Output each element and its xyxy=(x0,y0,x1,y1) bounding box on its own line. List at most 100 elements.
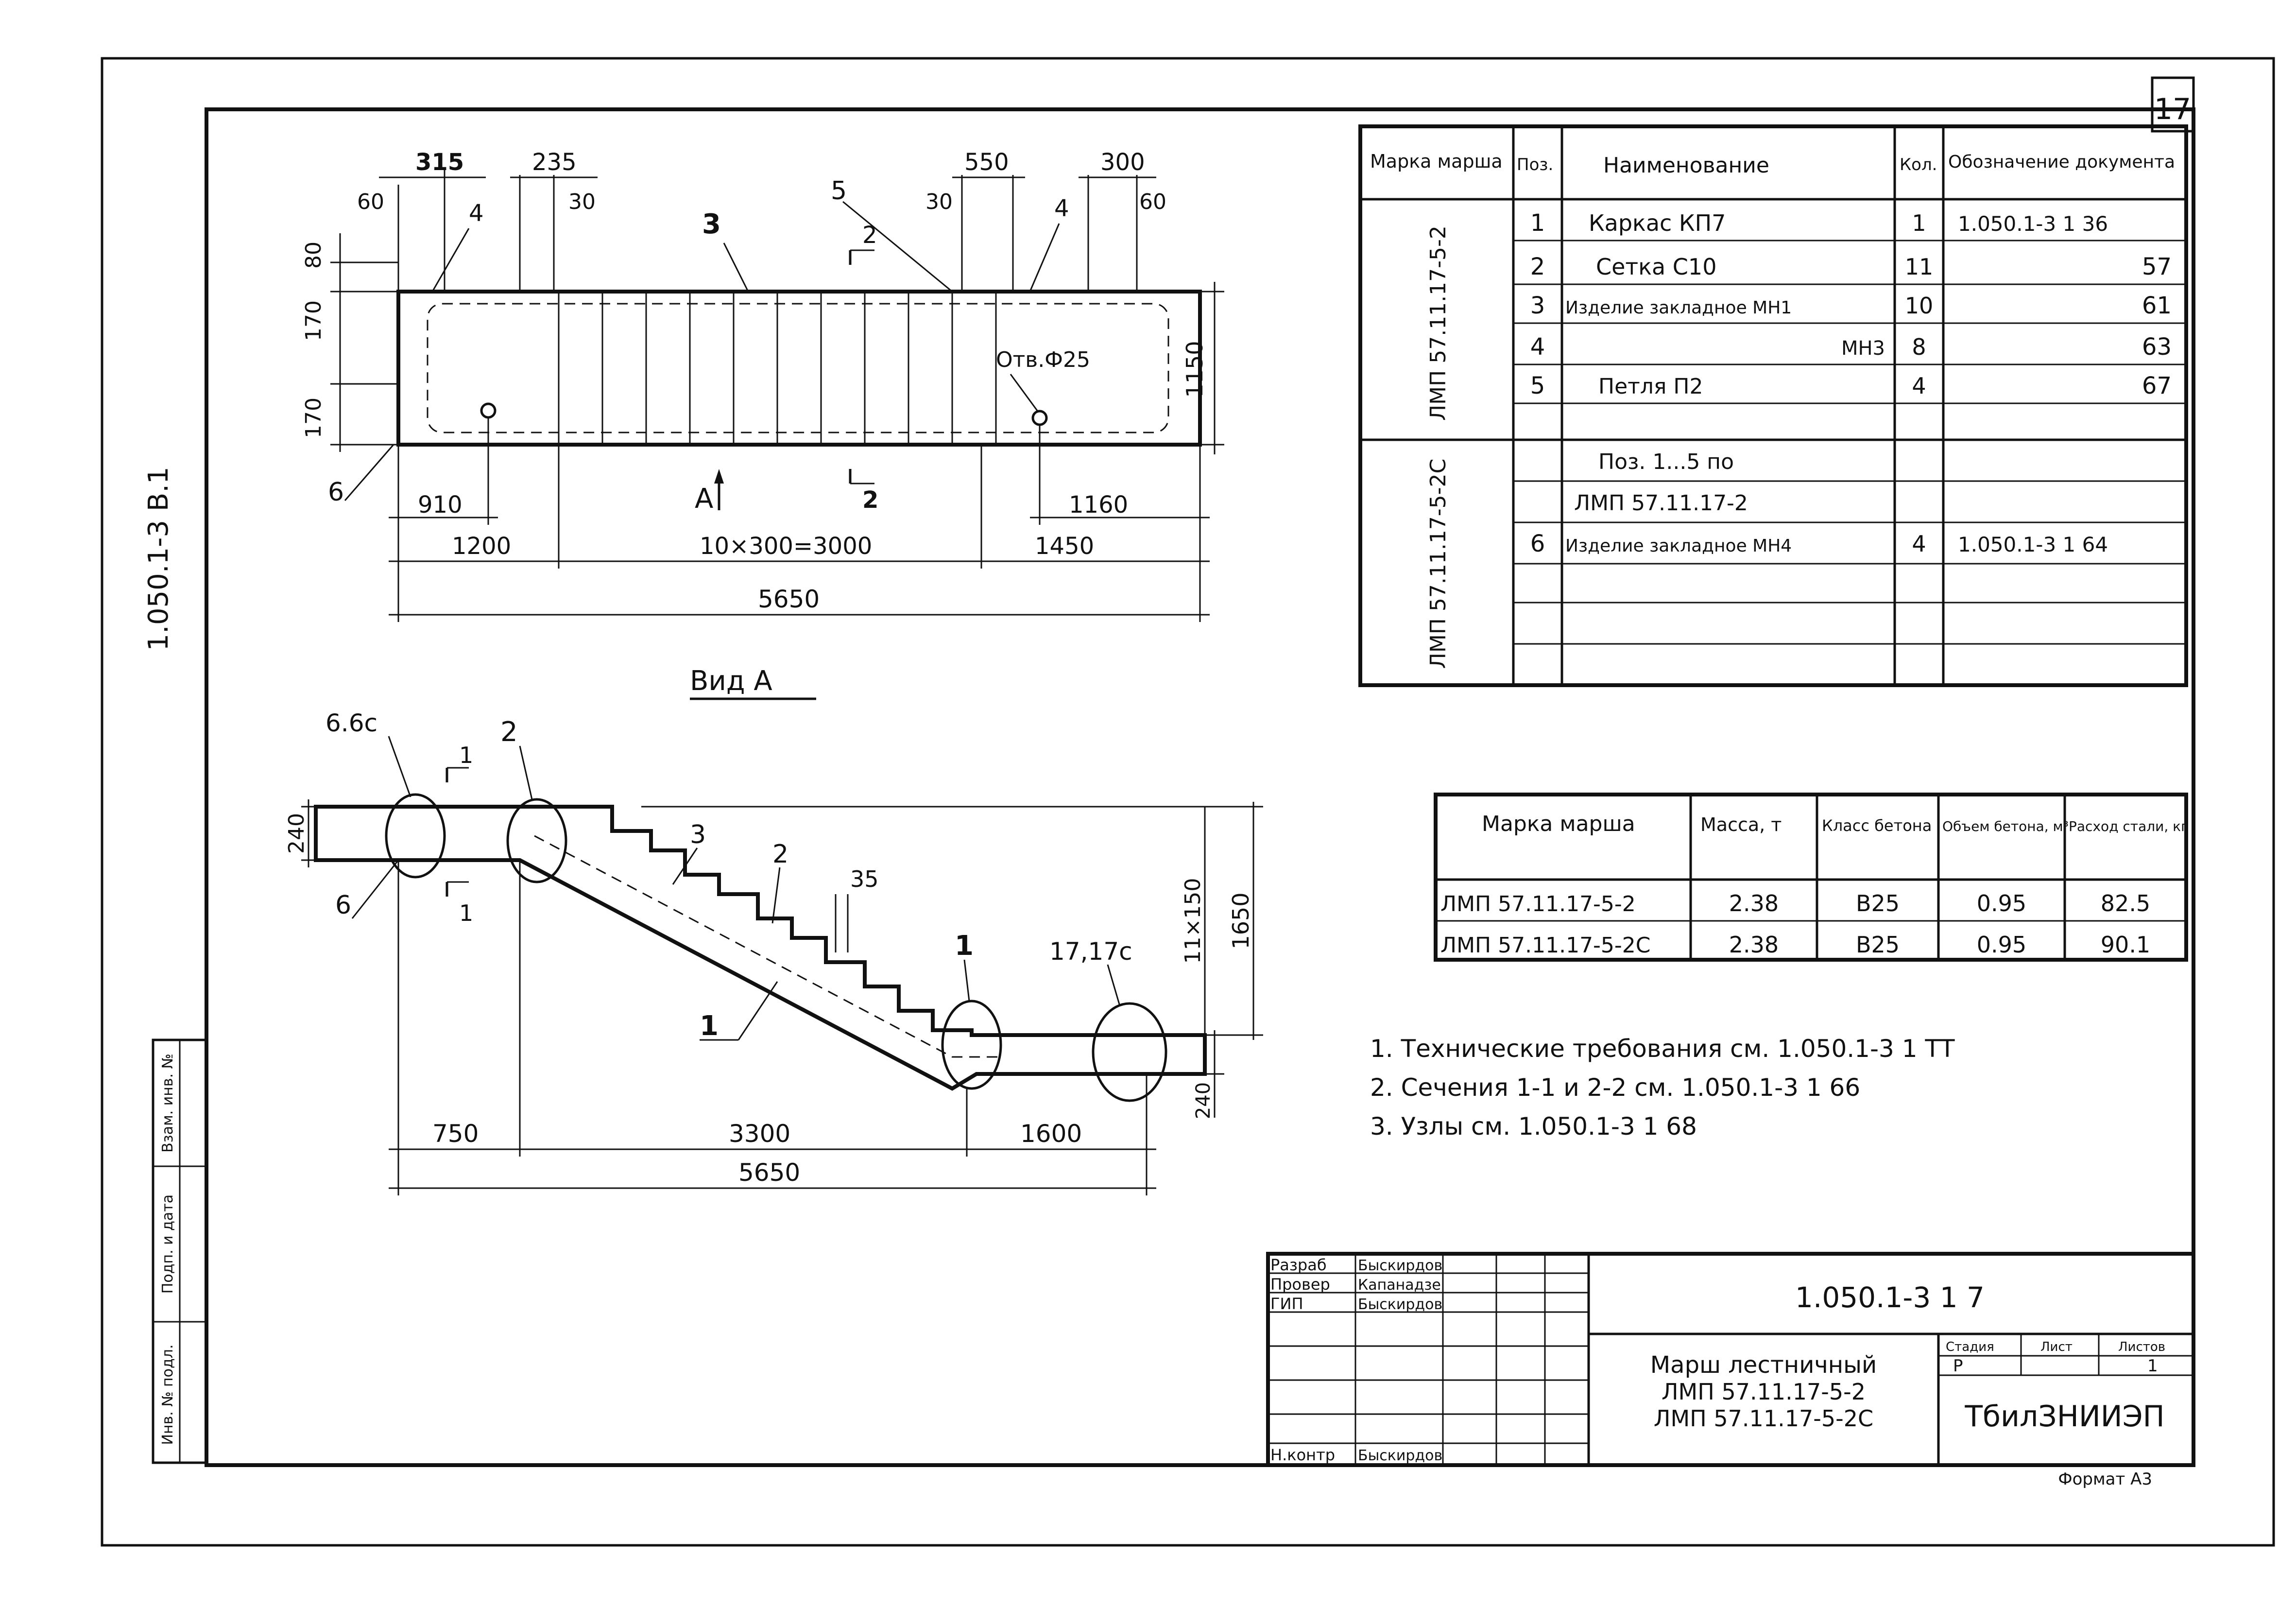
step-lines xyxy=(558,292,997,445)
sheet-number: 17 xyxy=(2154,92,2191,126)
node-label-17-17c: 17,17с xyxy=(1049,937,1132,966)
mass-table: Марка марша Масса, т Класс бетона Объем … xyxy=(1434,793,2188,962)
callout-3: 3 xyxy=(702,208,721,240)
section-2-top: 2 xyxy=(862,222,877,249)
spec-r3-doc: 61 xyxy=(2142,292,2172,319)
node-1 xyxy=(941,1000,1002,1090)
top-dims: 315 235 60 30 550 300 30 60 xyxy=(357,149,1166,292)
section-2-bottom: 2 xyxy=(862,486,878,514)
spec-header-qty: Кол. xyxy=(1900,155,1937,174)
dim-60-right: 60 xyxy=(1139,190,1166,214)
spec-group2-mark: ЛМП 57.11.17-5-2С xyxy=(1426,459,1451,669)
spec-r8-qty: 4 xyxy=(1912,531,1926,557)
node-label-6-6c: 6.6с xyxy=(326,709,377,737)
callout-4-left: 4 xyxy=(469,200,484,227)
slab-outline xyxy=(396,290,1202,447)
tb-role-1: Разраб xyxy=(1270,1256,1327,1274)
node-2 xyxy=(506,798,567,883)
spec-header-doc: Обозначение документа xyxy=(1948,152,2175,172)
tb-sheets-v: 1 xyxy=(2147,1356,2158,1376)
spec-r4-name: МН3 xyxy=(1841,337,1885,360)
tb-sheets-h: Листов xyxy=(2118,1340,2165,1354)
spec-r5-pos: 5 xyxy=(1530,372,1545,399)
spec-r8-name: Изделие закладное МН4 xyxy=(1565,536,1792,556)
tb-stage-v: Р xyxy=(1953,1356,1963,1376)
spec-r3-qty: 10 xyxy=(1905,293,1934,319)
view-a: Вид А 6.6с 17,17с 2 3 2 1 1 6 1 1 xyxy=(284,665,1263,1195)
inner-frame xyxy=(205,107,2195,1467)
spec-r5-qty: 4 xyxy=(1912,373,1926,399)
spec-r3-pos: 3 xyxy=(1530,292,1545,319)
dim-170-top: 170 xyxy=(301,300,326,341)
tb-title-1: Марш лестничный xyxy=(1650,1351,1877,1379)
spec-header-name: Наименование xyxy=(1603,153,1769,178)
dim-30-right: 30 xyxy=(925,190,953,214)
spec-r4-qty: 8 xyxy=(1912,334,1926,360)
left-strip-1: Инв. № подл. xyxy=(159,1345,176,1445)
dim-1600: 1600 xyxy=(1020,1120,1082,1148)
dim-1200: 1200 xyxy=(452,533,511,560)
callout-6: 6 xyxy=(328,478,344,507)
dim-10x300: 10×300=3000 xyxy=(700,533,872,560)
hole-right xyxy=(1031,410,1048,426)
dim-240-left: 240 xyxy=(284,813,309,854)
mass-r2-volume: 0.95 xyxy=(1977,932,2026,958)
left-strip: Инв. № подл. Подп. и дата Взам. инв. № xyxy=(152,1038,208,1464)
dim-60-left: 60 xyxy=(357,190,384,214)
spec-r1-name: Каркас КП7 xyxy=(1589,210,1726,236)
dim-235: 235 xyxy=(532,149,577,176)
spec-r6-name: Поз. 1...5 по xyxy=(1598,450,1734,474)
spec-table: Марка марша Поз. Наименование Кол. Обозн… xyxy=(1358,124,2188,687)
bottom-dims: 910 1160 1200 10×300=3000 1450 5650 xyxy=(389,418,1210,622)
left-strip-2: Подп. и дата xyxy=(159,1194,176,1294)
dim-5650-bottom: 5650 xyxy=(738,1158,800,1187)
section-1-top: 1 xyxy=(459,742,473,768)
dim-550: 550 xyxy=(964,149,1009,176)
va-callout-2-top: 2 xyxy=(500,716,518,748)
mass-header-class: Класс бетона xyxy=(1822,816,1932,835)
hole-left xyxy=(480,402,497,419)
dim-1650: 1650 xyxy=(1228,892,1254,949)
outer-frame xyxy=(101,57,2275,1547)
spec-r5-name: Петля П2 xyxy=(1598,374,1703,399)
left-dims: 80 170 170 xyxy=(301,233,398,452)
dim-35: 35 xyxy=(850,866,879,892)
va-callout-2-mid: 2 xyxy=(772,840,788,869)
dim-11x150: 11×150 xyxy=(1181,878,1205,964)
callout-5: 5 xyxy=(831,176,847,206)
tb-role-3: ГИП xyxy=(1270,1295,1303,1313)
dim-1160: 1160 xyxy=(1069,491,1128,519)
dim-5650-top: 5650 xyxy=(758,585,820,613)
dim-315: 315 xyxy=(415,149,464,176)
spec-r1-pos: 1 xyxy=(1530,209,1545,237)
left-strip-3: Взам. инв. № xyxy=(159,1054,176,1153)
spec-r2-doc: 57 xyxy=(2142,253,2172,280)
tb-role-4: Н.контр xyxy=(1270,1446,1335,1464)
spec-r8-pos: 6 xyxy=(1530,530,1545,557)
format-label: Формат А3 xyxy=(2058,1470,2152,1489)
title-block: Разраб Быскирдов Провер Капанадзе ГИП Бы… xyxy=(1266,1252,2195,1467)
tb-name-3: Быскирдов xyxy=(1358,1296,1442,1313)
tb-doc-code: 1.050.1-3 1 7 xyxy=(1795,1281,1985,1314)
mass-r2-steel: 90.1 xyxy=(2101,932,2150,958)
dim-3300: 3300 xyxy=(729,1120,790,1148)
mass-r2-class: В25 xyxy=(1856,932,1900,958)
spec-header-pos: Поз. xyxy=(1517,155,1553,174)
dim-170-bottom: 170 xyxy=(301,398,326,438)
spec-r7-name: ЛМП 57.11.17-2 xyxy=(1574,491,1748,516)
section-1-bottom: 1 xyxy=(459,900,473,926)
sheet-number-box xyxy=(2151,76,2195,133)
spec-r2-qty: 11 xyxy=(1905,254,1934,280)
dim-240-right: 240 xyxy=(1192,1082,1215,1119)
callout-4-right: 4 xyxy=(1054,195,1069,222)
spec-header-mark: Марка марша xyxy=(1370,151,1503,172)
spec-r4-doc: 63 xyxy=(2142,333,2172,361)
node-17-17c xyxy=(1092,1002,1167,1102)
spec-r5-doc: 67 xyxy=(2142,372,2172,399)
note-1: 1. Технические требования см. 1.050.1-3 … xyxy=(1370,1035,1955,1063)
spec-r4-pos: 4 xyxy=(1530,333,1545,361)
mass-header-mass: Масса, т xyxy=(1700,814,1782,835)
tb-name-2: Капанадзе xyxy=(1358,1277,1441,1294)
tb-sheet-h: Лист xyxy=(2040,1340,2073,1354)
mass-r1-class: В25 xyxy=(1856,890,1900,916)
